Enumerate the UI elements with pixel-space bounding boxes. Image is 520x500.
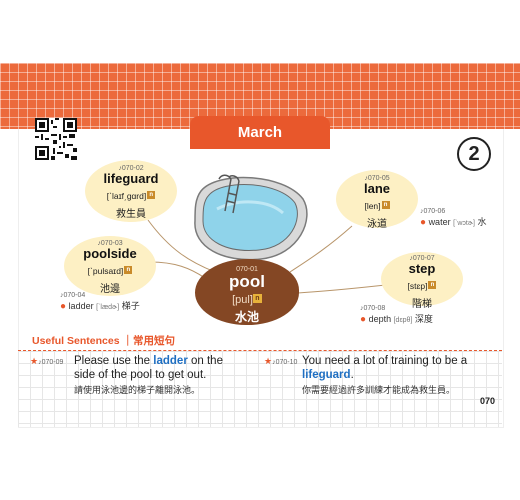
chinese-translation: 請使用泳池邊的梯子離開泳池。 [74, 385, 201, 395]
page-number: 070 [480, 396, 496, 406]
useful-sentences-header: Useful Sentences ｜常用短句 [18, 330, 502, 351]
bullet-icon: ● [360, 314, 367, 325]
related-word-depth: ♪070-08 ● depth [dɛpθ] 深度 [360, 305, 433, 325]
swimming-pool-illustration [194, 174, 308, 261]
music-note-icon: ♪ [364, 175, 368, 182]
music-note-icon: ♪ [60, 292, 64, 299]
audio-track-code[interactable]: ♪070-08 [360, 305, 386, 312]
vocab-word: lane [363, 181, 390, 196]
sentence-grid-background [18, 351, 502, 427]
word-card-poolside: ♪070-03 poolside [ˋpulsaɪd]n 池邊 [64, 236, 156, 296]
part-of-speech-badge: n [252, 294, 262, 304]
day-number-badge: 2 [457, 137, 491, 171]
phonetic: [ˋlaɪf͵gɑrd] [106, 191, 147, 201]
word-card-lifeguard: ♪070-02 lifeguard [ˋlaɪf͵gɑrd]n 救生員 [85, 160, 177, 222]
sentence-item: ★♪070-10 You need a lot of training to b… [264, 354, 494, 395]
related-word-ladder: ♪070-04 ● ladder [ˋlædɚ] 梯子 [60, 292, 140, 312]
highlighted-word: lifeguard [302, 369, 351, 381]
audio-track-code[interactable]: ♪070-02 [118, 165, 144, 172]
header-grid-band [0, 63, 520, 129]
month-tab: March [190, 116, 330, 149]
star-icon: ★ [30, 356, 39, 366]
related-word-water: ♪070-06 ● water [ˋwɔtɚ] 水 [420, 208, 487, 228]
highlighted-word: ladder [153, 355, 188, 367]
audio-track-code[interactable]: ♪070-10 [272, 359, 298, 366]
audio-track-code[interactable]: 070-01 [236, 266, 258, 273]
bullet-icon: ● [420, 217, 427, 228]
music-note-icon: ♪ [97, 240, 101, 247]
chinese-meaning: 階梯 [412, 299, 432, 310]
word-card-lane: ♪070-05 lane [len]n 泳道 [336, 170, 418, 230]
vocab-word: lifeguard [103, 171, 159, 186]
chinese-translation: 你需要經過許多訓練才能成為救生員。 [302, 385, 456, 395]
word-card-step: ♪070-07 step [stɛp]n 階梯 [381, 252, 463, 310]
music-note-icon: ♪ [409, 255, 413, 262]
word-card-pool-center: 070-01 pool [pul]n 水池 [195, 259, 299, 325]
music-note-icon: ♪ [118, 165, 122, 172]
part-of-speech-badge: n [381, 200, 390, 209]
music-note-icon: ♪ [360, 305, 364, 312]
chinese-meaning: 水池 [234, 310, 259, 324]
part-of-speech-badge: n [147, 190, 156, 199]
vocab-word: poolside [83, 246, 137, 261]
audio-track-code[interactable]: ♪070-07 [409, 255, 435, 262]
vocab-word: pool [229, 272, 265, 291]
chinese-meaning: 池邊 [100, 284, 120, 295]
part-of-speech-badge: n [428, 280, 437, 289]
music-note-icon: ♪ [420, 208, 424, 215]
audio-track-code[interactable]: ♪070-06 [420, 208, 446, 215]
audio-track-code[interactable]: ♪070-09 [38, 359, 64, 366]
phonetic: [stɛp] [407, 281, 428, 291]
vocab-word: step [408, 261, 436, 276]
qr-code-icon[interactable] [35, 118, 77, 160]
audio-track-code[interactable]: ♪070-03 [97, 240, 123, 247]
star-icon: ★ [264, 356, 273, 366]
chinese-meaning: 泳道 [367, 219, 387, 230]
phonetic: [pul] [232, 294, 253, 306]
part-of-speech-badge: n [124, 265, 133, 274]
audio-track-code[interactable]: ♪070-05 [364, 175, 390, 182]
audio-track-code[interactable]: ♪070-04 [60, 292, 86, 299]
phonetic: [ˋpulsaɪd] [87, 266, 124, 276]
bullet-icon: ● [60, 301, 67, 312]
phonetic: [len] [364, 201, 381, 211]
chinese-meaning: 救生員 [116, 209, 146, 220]
sentence-item: ★♪070-09 Please use the ladder on the si… [30, 354, 230, 395]
section-title: Useful Sentences ｜常用短句 [32, 335, 175, 347]
